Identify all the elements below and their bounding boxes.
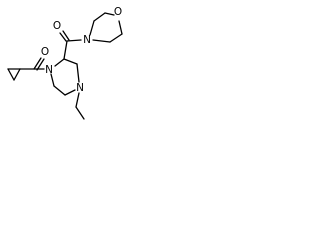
bond-n4-ethyl-1 (75, 92, 80, 108)
atom-label-morpholine-n: N (83, 34, 91, 46)
bond-c5-c6 (53, 85, 66, 96)
atom-label-morpholine-o: O (114, 6, 122, 18)
bond-cyclopropyl-2 (13, 68, 21, 81)
bond-c3-n4 (76, 63, 80, 83)
bond-morpholine-c2-o (104, 12, 115, 16)
atom-label-piperazine-n1: N (45, 64, 53, 76)
bond-morpholine-c3-c4 (109, 33, 123, 43)
bond-c6-n1 (50, 73, 55, 87)
bond-morpholine-c1-c2 (93, 12, 106, 22)
bond-c2-c3 (63, 58, 78, 65)
bond-upper-carbonyl-n (66, 39, 82, 42)
bond-lines (7, 12, 123, 120)
bond-morpholine-o-c3 (118, 20, 123, 35)
bond-n1-c2 (54, 58, 65, 67)
bond-left-carbonyl-double-a (33, 57, 42, 70)
bond-ethyl-1-2 (75, 106, 85, 120)
bond-upper-carbonyl-double-a (59, 32, 67, 42)
bond-morpholine-c4-n (92, 39, 111, 43)
atom-labels: O O N O N N (41, 6, 122, 94)
bond-left-carbonyl-double-b (36, 58, 45, 71)
bond-morpholine-n-c1 (89, 20, 95, 36)
atom-label-piperazine-n4: N (76, 82, 84, 94)
atom-label-upper-carbonyl-o: O (53, 20, 61, 32)
bond-c2-upper-carbonyl (63, 40, 68, 60)
bond-cyclopropyl-1 (7, 68, 15, 81)
bond-n4-c5 (64, 89, 76, 96)
molecule-structure: O O N O N N (7, 6, 123, 120)
atom-label-left-carbonyl-o: O (41, 46, 49, 58)
bond-upper-carbonyl-double-b (62, 30, 70, 41)
